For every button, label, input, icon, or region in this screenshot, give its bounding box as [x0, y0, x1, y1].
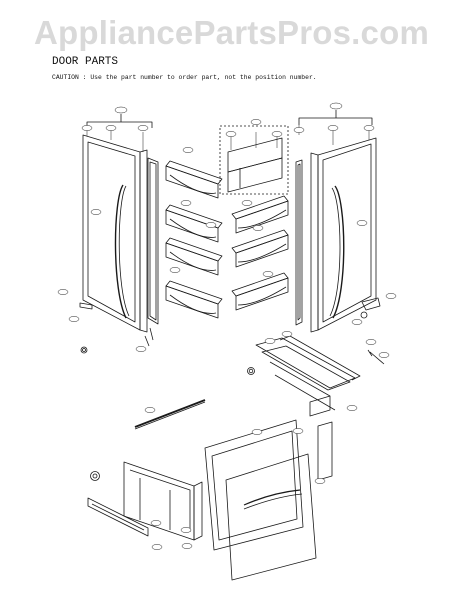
drawer-rail-assembly [247, 335, 361, 481]
watermark: AppliancePartsPros.com [33, 14, 430, 51]
gasket-strip [134, 399, 206, 430]
left-door [82, 134, 159, 341]
callout-labels [57, 102, 397, 550]
page-title: DOOR PARTS [52, 56, 119, 68]
callout-brackets-top [86, 110, 373, 128]
caution-note: CAUTION : Use the part number to order p… [52, 74, 317, 81]
leader-lines [86, 125, 370, 152]
drawer-frame [123, 461, 203, 541]
dairy-compartment [219, 125, 289, 195]
hinge-parts-right [360, 297, 385, 365]
hinge-parts-left [79, 302, 150, 354]
drawer-front [204, 419, 317, 581]
right-door [295, 137, 377, 333]
bottom-rail [87, 471, 149, 537]
door-bins [165, 160, 289, 319]
